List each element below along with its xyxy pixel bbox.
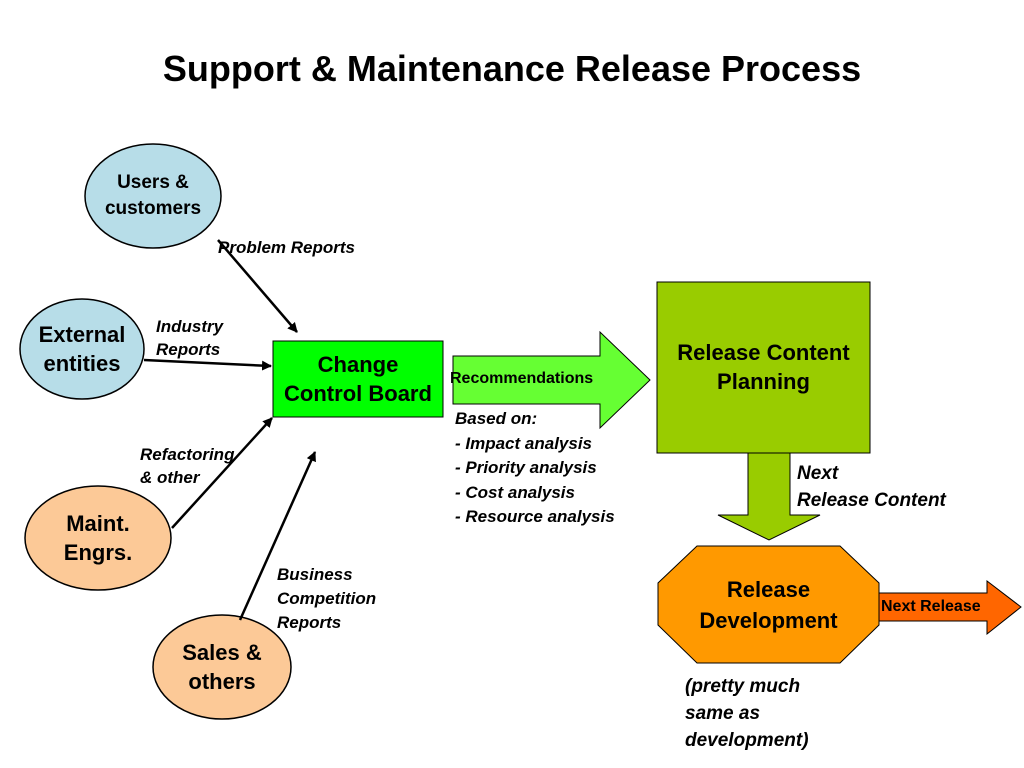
industry-reports-label: Industry Reports (156, 317, 224, 359)
ccb-box (272, 340, 444, 418)
based-on-label: Based on: - Impact analysis - Priority a… (455, 409, 615, 526)
maint-oval (24, 485, 172, 591)
next-content-label: Next Release Content (797, 463, 946, 511)
development-octagon (657, 545, 880, 664)
development-label: Release Development (699, 577, 838, 633)
business-arrow (238, 451, 317, 621)
next-release-arrow (878, 579, 1022, 636)
recommendations-label: Recommendations (450, 370, 594, 387)
sales-label: Sales & others (182, 640, 262, 694)
external-label: External entities (38, 322, 126, 376)
users-oval (84, 143, 222, 249)
maint-label: Maint. Engrs. (63, 511, 133, 565)
recommendations-arrow (452, 330, 651, 430)
problem-reports-label: Problem Reports (218, 238, 355, 257)
down-arrow (717, 452, 821, 541)
problem-reports-arrow (217, 239, 298, 333)
ccb-label: Change Control Board (284, 352, 432, 406)
planning-label: Release Content Planning (677, 340, 850, 394)
page-title: Support & Maintenance Release Process (162, 48, 862, 89)
industry-reports-arrow (143, 358, 272, 371)
planning-box (656, 281, 871, 454)
external-oval (19, 298, 145, 400)
business-label: Business Competition Reports (277, 565, 377, 632)
refactoring-arrow (171, 417, 273, 529)
next-release-label: Next Release (881, 598, 981, 615)
dev-note-label: (pretty much same as development) (685, 676, 809, 751)
sales-oval (152, 614, 292, 720)
users-label: Users & customers (104, 172, 202, 219)
refactoring-label: Refactoring & other (140, 445, 235, 487)
